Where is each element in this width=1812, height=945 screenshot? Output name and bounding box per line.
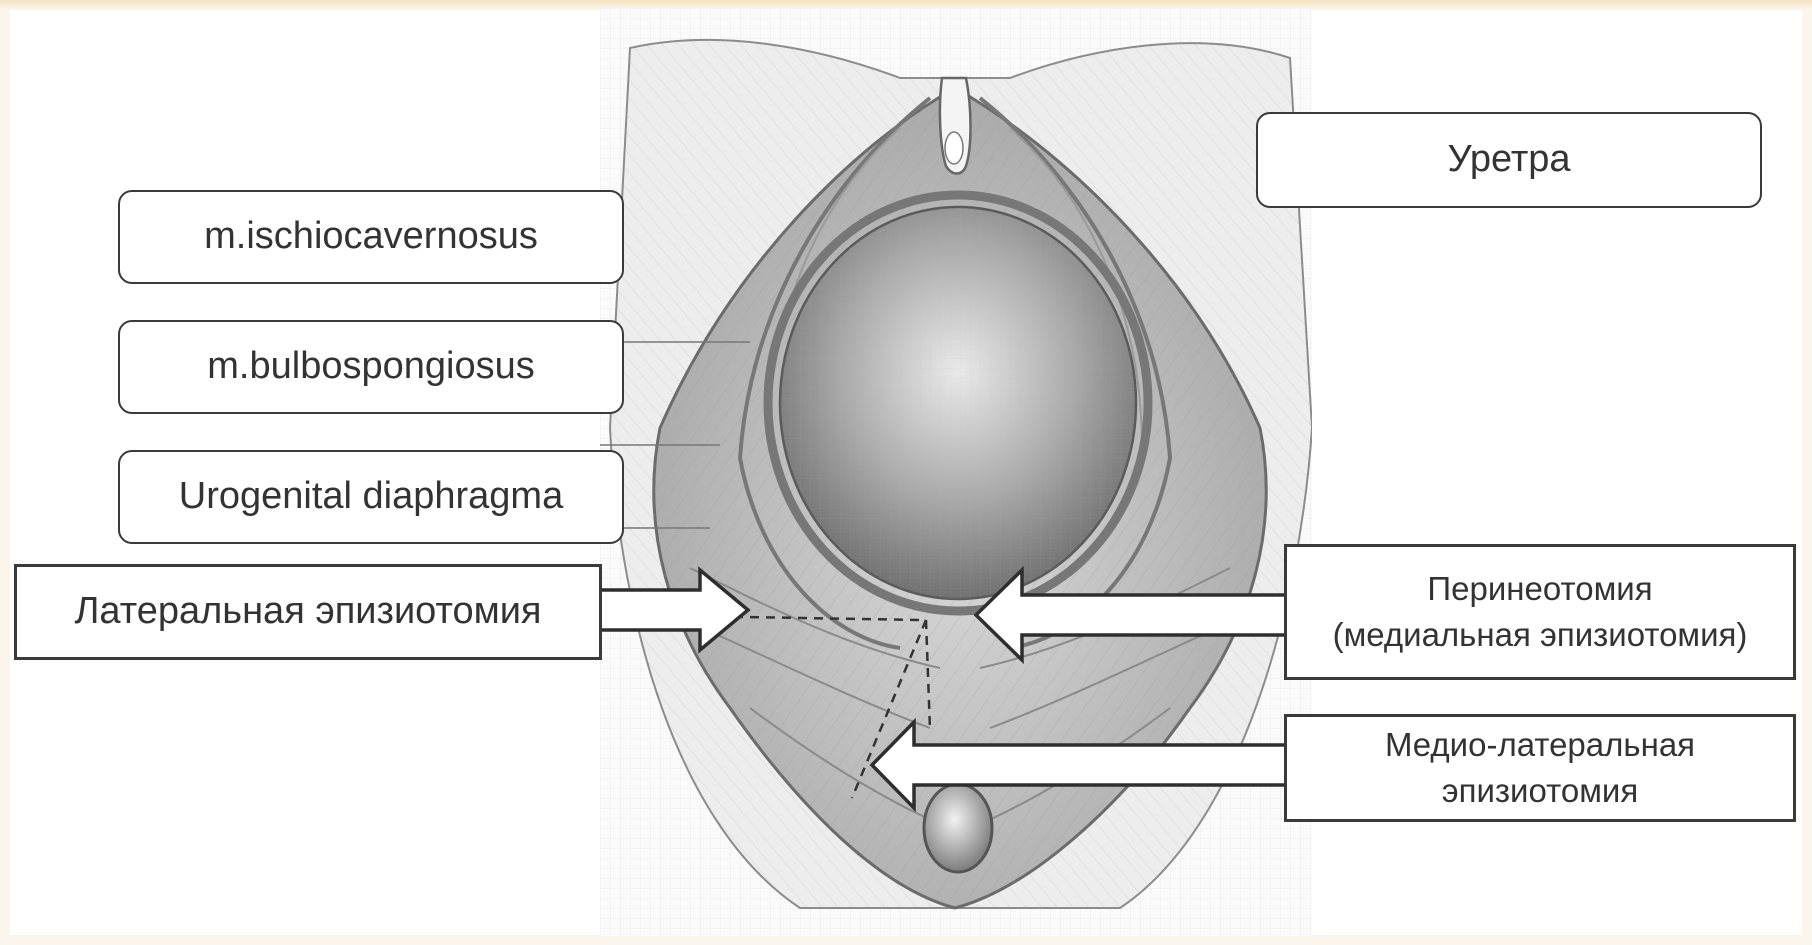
label-urethra: Уретра (1256, 112, 1762, 208)
lateral-episiotomy-arrow (598, 570, 748, 650)
mediolateral-arrow (872, 722, 1288, 808)
label-perineotomy: Перинеотомия (медиальная эпизиотомия) (1284, 544, 1796, 680)
label-urogenital-diaphragm: Urogenital diaphragma (118, 450, 624, 544)
label-bulbospongiosus: m.bulbospongiosus (118, 320, 624, 414)
label-lateral-episiotomy: Латеральная эпизиотомия (14, 564, 602, 660)
label-perineotomy-line2: (медиальная эпизиотомия) (1333, 612, 1748, 658)
label-mediolateral-line2: эпизиотомия (1442, 768, 1638, 814)
label-perineotomy-line1: Перинеотомия (1427, 566, 1652, 612)
label-urogenital-diaphragm-text: Urogenital diaphragma (179, 475, 563, 519)
label-ischiocavernosus-text: m.ischiocavernosus (204, 215, 538, 259)
label-urethra-text: Уретра (1447, 138, 1570, 182)
label-mediolateral-line1: Медио-латеральная (1385, 722, 1695, 768)
label-lateral-episiotomy-text: Латеральная эпизиотомия (74, 590, 541, 634)
label-mediolateral-episiotomy: Медио-латеральная эпизиотомия (1284, 714, 1796, 822)
label-bulbospongiosus-text: m.bulbospongiosus (207, 345, 534, 389)
perineotomy-arrow (976, 570, 1288, 660)
label-ischiocavernosus: m.ischiocavernosus (118, 190, 624, 284)
